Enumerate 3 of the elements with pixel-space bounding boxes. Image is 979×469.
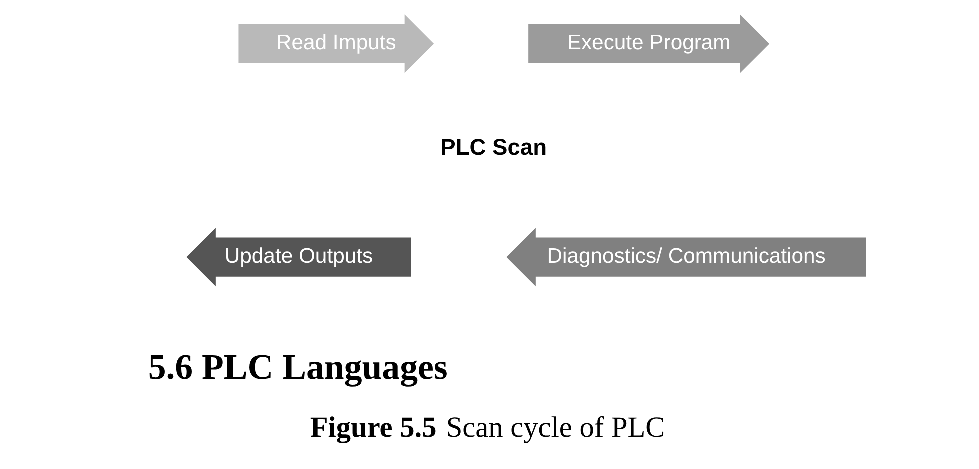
caption: Figure 5.5 Scan cycle of PLC bbox=[310, 412, 666, 444]
label: 5.6 PLC Languages bbox=[148, 346, 448, 387]
label: PLC Scan bbox=[440, 134, 547, 160]
